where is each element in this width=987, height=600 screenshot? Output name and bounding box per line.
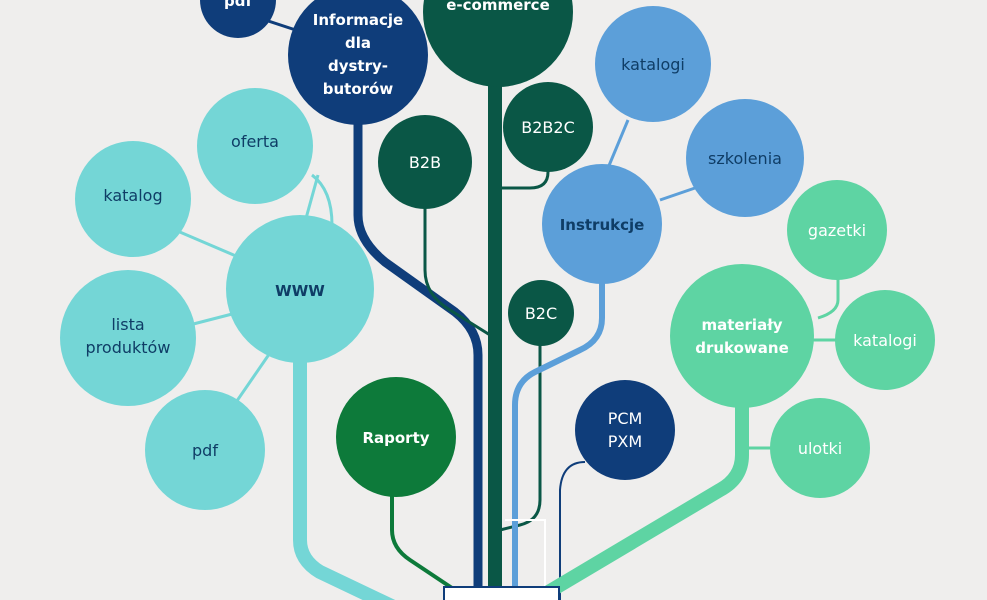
node-b2b2c: B2B2C [503, 82, 593, 172]
branch-b2b [423, 195, 491, 337]
node-label-line: WWW [275, 282, 325, 300]
branch-instrukcje [512, 260, 605, 600]
node-label: materiały drukowane [695, 316, 789, 357]
node-katalogi-mint: katalogi [835, 290, 935, 390]
node-label: Instrukcje [560, 216, 645, 234]
node-label: katalogi [853, 331, 917, 350]
branch-informacje [353, 100, 483, 600]
node-label: ulotki [798, 439, 842, 458]
branch-b2c [499, 340, 542, 532]
node-pdf-top: pdf [200, 0, 276, 38]
node-label-line: dla [345, 34, 371, 52]
node-label-line: lista [111, 315, 144, 334]
node-label: pdf [224, 0, 252, 10]
node-label-line: dystry- [328, 57, 388, 75]
branch-katalogi-blue [606, 119, 630, 169]
node-ecommerce: e-commerce [423, 0, 573, 87]
node-label-line: butorów [323, 80, 394, 98]
node-label: e-commerce [446, 0, 550, 14]
node-label-line: drukowane [695, 339, 789, 357]
node-label-line: PCM [608, 409, 643, 428]
node-materialy: materiały drukowane [670, 264, 814, 408]
node-label-line: pdf [192, 441, 218, 460]
node-label: gazetki [808, 221, 866, 240]
node-label: PCM PXM [608, 409, 643, 451]
node-katalog: katalog [75, 141, 191, 257]
node-label-line: oferta [231, 132, 279, 151]
node-informacje: Informacje dla dystry-butorów [288, 0, 428, 125]
node-label-line: Instrukcje [560, 216, 645, 234]
node-instrukcje: Instrukcje [542, 164, 662, 284]
node-katalogi-blue: katalogi [595, 6, 711, 122]
node-label-line: e-commerce [446, 0, 550, 14]
node-lista-produktow: lista produktów [60, 270, 196, 406]
node-label-line: B2B [409, 153, 441, 172]
node-gazetki: gazetki [787, 180, 887, 280]
node-label-line: szkolenia [708, 149, 782, 168]
branch-oferta-hook [311, 173, 334, 226]
node-label-line: katalogi [853, 331, 917, 350]
node-label-line: PXM [608, 432, 642, 451]
branch-b2b2c [500, 150, 550, 190]
node-label: szkolenia [708, 149, 782, 168]
node-label-line: Informacje [313, 11, 403, 29]
node-label: katalog [103, 186, 162, 205]
node-www: WWW [226, 215, 374, 363]
node-label-line: gazetki [808, 221, 866, 240]
branch-pcm-box [505, 519, 546, 600]
node-label-line: B2C [525, 304, 557, 323]
node-pdf-left: pdf [145, 390, 265, 510]
node-pcm-pxm: PCM PXM [575, 380, 675, 480]
branch-raporty [390, 495, 454, 590]
node-label-line: katalog [103, 186, 162, 205]
node-label-line: ulotki [798, 439, 842, 458]
node-szkolenia: szkolenia [686, 99, 804, 217]
node-label: oferta [231, 132, 279, 151]
node-b2b: B2B [378, 115, 472, 209]
node-label-line: katalogi [621, 55, 685, 74]
tree-base-box [443, 586, 560, 600]
node-label: Informacje dla dystry-butorów [313, 11, 403, 98]
node-label-line: B2B2C [521, 118, 574, 137]
branch-www-trunk [293, 330, 396, 600]
branch-pcm [559, 461, 586, 600]
node-label: B2B [409, 153, 441, 172]
node-label: lista produktów [86, 315, 171, 357]
node-b2c: B2C [508, 280, 574, 346]
branch-materialy [531, 405, 749, 600]
branch-gazetki [817, 278, 840, 320]
node-label: Raporty [362, 429, 429, 447]
node-label-line: materiały [701, 316, 782, 334]
node-label: WWW [275, 282, 325, 300]
node-label: B2B2C [521, 118, 574, 137]
node-ulotki: ulotki [770, 398, 870, 498]
node-label: pdf [192, 441, 218, 460]
node-label-line: Raporty [362, 429, 429, 447]
node-label: katalogi [621, 55, 685, 74]
branch-szkolenia [659, 186, 696, 202]
node-raporty: Raporty [336, 377, 456, 497]
node-label-line: pdf [224, 0, 252, 10]
node-label-line: produktów [86, 338, 171, 357]
node-label: B2C [525, 304, 557, 323]
node-oferta: oferta [197, 88, 313, 204]
